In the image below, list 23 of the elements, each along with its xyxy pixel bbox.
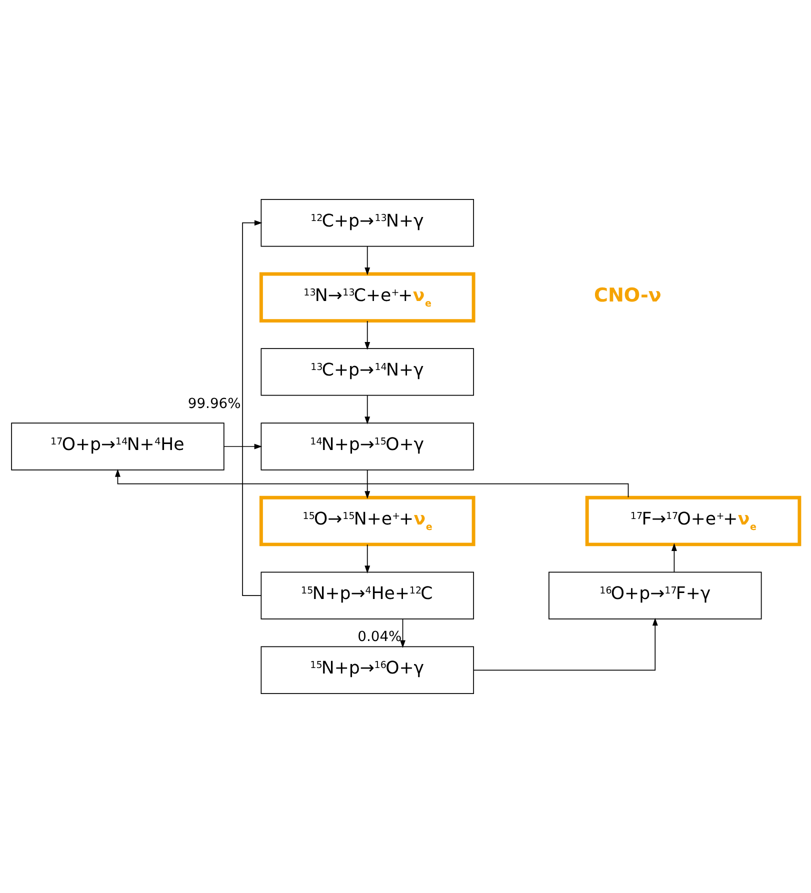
arrow (400, 618, 406, 648)
arrow (473, 618, 658, 671)
node-box: $^{15}$N+p→$^{4}$He+$^{12}$C (260, 572, 474, 620)
arrow (671, 543, 677, 572)
node-box: $^{15}$O→$^{15}$N+e$^{+}$+ν$_{e}$ (259, 496, 476, 546)
arrow (242, 220, 262, 596)
node-box: $^{17}$O+p→$^{14}$N+$^{4}$He (11, 422, 224, 470)
node-box: $^{14}$N+p→$^{15}$O+γ (260, 422, 474, 470)
node-box: $^{16}$O+p→$^{17}$F+γ (548, 572, 762, 620)
arrow (364, 246, 370, 276)
arrow (224, 444, 262, 450)
arrow (364, 470, 370, 499)
arrow (364, 320, 370, 350)
edge-label: 99.96% (188, 396, 241, 412)
node-box: $^{17}$F→$^{17}$O+e$^{+}$+ν$_{e}$ (585, 496, 802, 546)
arrow (364, 395, 370, 424)
node-box: $^{15}$N+p→$^{16}$O+γ (260, 646, 474, 694)
label: CNO-ν (594, 284, 662, 306)
node-box: $^{13}$N→$^{13}$C+e$^{+}$+ν$_{e}$ (259, 272, 476, 323)
arrow (364, 544, 370, 574)
node-box: $^{13}$C+p→$^{14}$N+γ (260, 348, 474, 396)
edge-label: 0.04% (358, 628, 402, 645)
node-box: $^{12}$C+p→$^{13}$N+γ (260, 199, 474, 247)
